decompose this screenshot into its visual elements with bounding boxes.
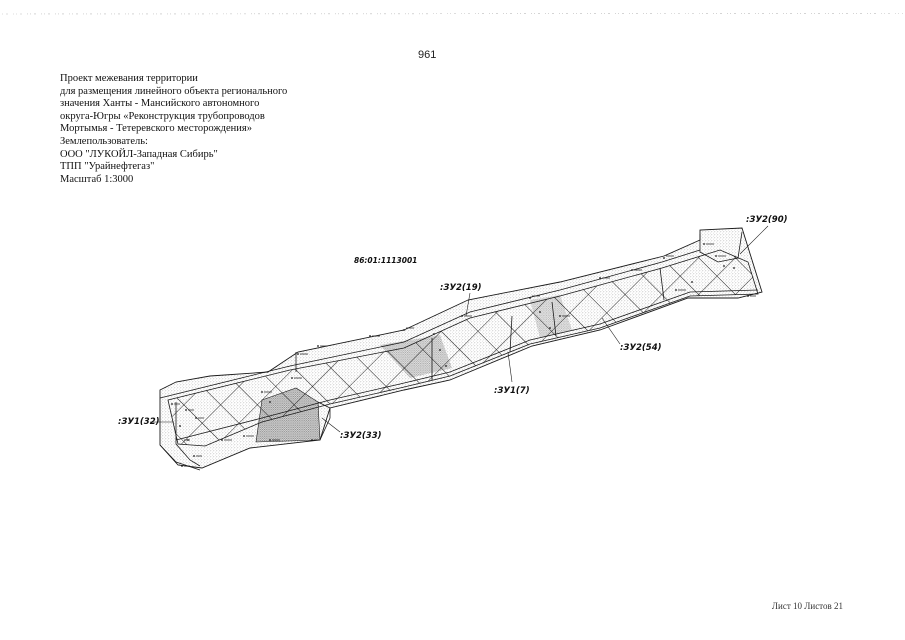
- title-line: Землепользователь:: [60, 135, 148, 147]
- title-line: ТПП "Урайнефтегаз": [60, 161, 155, 173]
- sheet-info: Лист 10 Листов 21: [771, 601, 843, 611]
- title-line: ООО "ЛУКОЙЛ-Западная Сибирь": [60, 148, 218, 160]
- plot-label-zu1-7: :ЗУ1(7): [494, 386, 530, 396]
- leader-lines: [150, 225, 769, 433]
- title-block: Проект межевания территории для размещен…: [60, 73, 287, 186]
- page-number: 961: [418, 49, 437, 61]
- title-line: значения Ханты - Мансийского автономного: [60, 98, 260, 110]
- title-line: Мортымья - Тетеревского месторождения»: [60, 123, 252, 135]
- plot-label-zu2-33: :ЗУ2(33): [340, 431, 382, 441]
- title-line: Проект межевания территории: [60, 73, 198, 84]
- title-line: для размещения линейного объекта региона…: [60, 85, 288, 97]
- plot-label-zu2-90: :ЗУ2(90): [746, 215, 788, 225]
- plot-label-zu2-19: :ЗУ2(19): [440, 283, 482, 293]
- survey-points: [171, 243, 749, 467]
- point-number-marks: [174, 243, 756, 467]
- boundary-lines: [159, 231, 759, 471]
- title-line: округа-Югры «Реконструкция трубопроводов: [60, 110, 265, 122]
- crosshatch-zone: [167, 249, 759, 447]
- plot-label-zu1-32: :ЗУ1(32): [118, 417, 160, 427]
- plot-label-zu2-54: :ЗУ2(54): [620, 343, 662, 353]
- title-line: Масштаб 1:3000: [60, 173, 134, 185]
- cadastral-quarter-label: 86:01:1113001: [354, 256, 417, 265]
